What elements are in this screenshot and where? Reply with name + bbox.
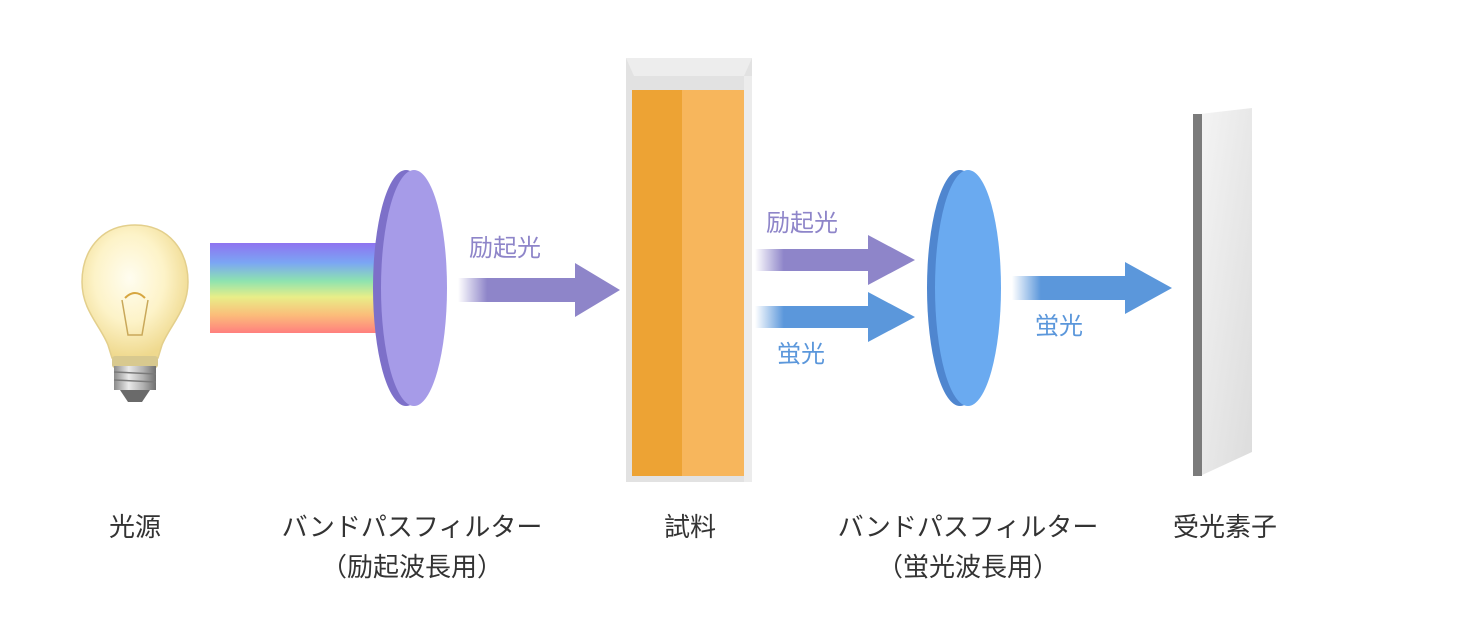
sample-cuvette bbox=[626, 58, 752, 482]
excitation-filter bbox=[373, 170, 447, 406]
excitation-out-label: 励起光 bbox=[766, 209, 838, 237]
caption-excitation-filter-line2: （励起波長用） bbox=[320, 553, 503, 583]
fluorescence-arrow-out bbox=[755, 292, 915, 342]
light-bulb-icon bbox=[81, 224, 189, 402]
emission-filter bbox=[927, 170, 1001, 406]
caption-light-source: 光源 bbox=[108, 513, 161, 543]
caption-emission-filter-line2: （蛍光波長用） bbox=[876, 553, 1059, 583]
white-light-beam bbox=[210, 243, 382, 333]
excitation-arrow-out bbox=[755, 235, 915, 285]
caption-sample: 試料 bbox=[663, 513, 716, 543]
caption-emission-filter-line1: バンドパスフィルター bbox=[837, 513, 1099, 543]
fluorescence-final-label: 蛍光 bbox=[1035, 312, 1083, 340]
caption-detector: 受光素子 bbox=[1172, 513, 1277, 543]
fluorescence-out-label: 蛍光 bbox=[777, 340, 825, 368]
detector-plate bbox=[1193, 108, 1252, 476]
fluorescence-arrow-final bbox=[1012, 262, 1172, 314]
excitation-arrow-in bbox=[458, 263, 620, 317]
excitation-in-label: 励起光 bbox=[469, 234, 541, 262]
caption-excitation-filter-line1: バンドパスフィルター bbox=[281, 513, 543, 543]
